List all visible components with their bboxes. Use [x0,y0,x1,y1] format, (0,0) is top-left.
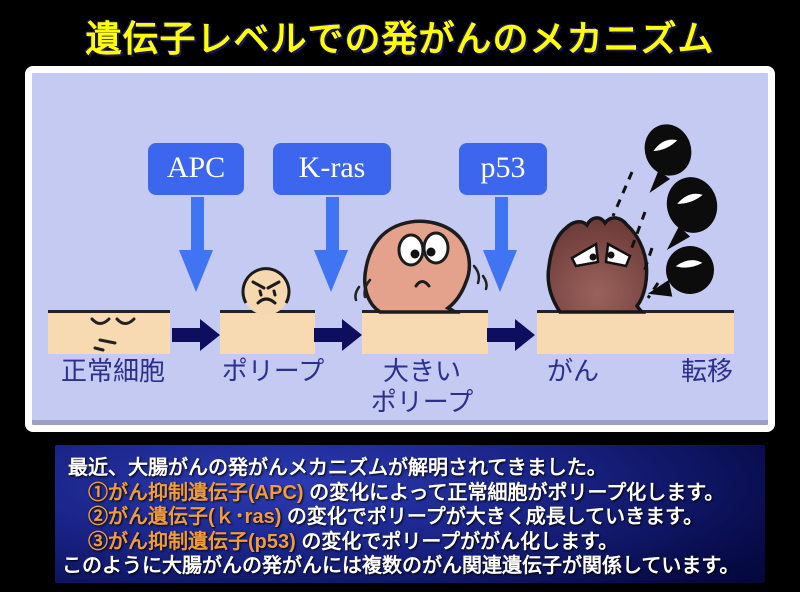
gene-box-kras: K-ras [273,143,391,195]
gene-highlight-kras: ②がん遺伝子(ｋ･ras) [88,506,282,529]
stage-label-large-polyp: 大きい ポリープ [370,357,474,417]
gene-highlight-p53: ③がん抑制遺伝子(p53) [88,530,296,553]
note-line-3: ②がん遺伝子(ｋ･ras) の変化でポリープが大きく成長していきます。 [88,506,704,529]
down-arrow-icon [314,197,350,292]
right-arrow-icon [172,319,220,351]
gene-highlight-apc: ①がん抑制遺伝子(APC) [88,481,304,504]
base-normal-cell [48,310,170,354]
note-line-4: ③がん抑制遺伝子(p53) の変化でポリープががん化します。 [88,530,619,553]
page-title: 遺伝子レベルでの発がんのメカニズム [85,18,715,59]
down-arrow-icon [179,197,215,292]
down-arrow-icon [483,197,519,292]
gene-box-p53: p53 [459,143,547,195]
note-line-1: 最近、大腸がんの発がんメカニズムが解明されてきました。 [68,457,607,479]
note-line-5: このように大腸がんの発がんには複数のがん関連遺伝子が関係しています。 [62,555,740,578]
right-arrow-icon [487,319,535,351]
base-cancer [537,310,734,354]
base-large-polyp [362,310,488,354]
gene-box-apc: APC [148,143,244,195]
notes-panel: 最近、大腸がんの発がんメカニズムが解明されてきました。 ①がん抑制遺伝子(APC… [55,445,765,583]
note-line-2: ①がん抑制遺伝子(APC) の変化によって正常細胞がポリープ化します。 [88,481,725,504]
stage-label-polyp: ポリープ [221,357,325,386]
base-polyp [220,310,315,354]
right-arrow-icon [314,319,362,351]
stage-label-metastasis: 転移 [680,357,733,386]
stage-label-normal-cell: 正常細胞 [60,357,165,386]
stage-label-cancer: がん [546,357,599,386]
